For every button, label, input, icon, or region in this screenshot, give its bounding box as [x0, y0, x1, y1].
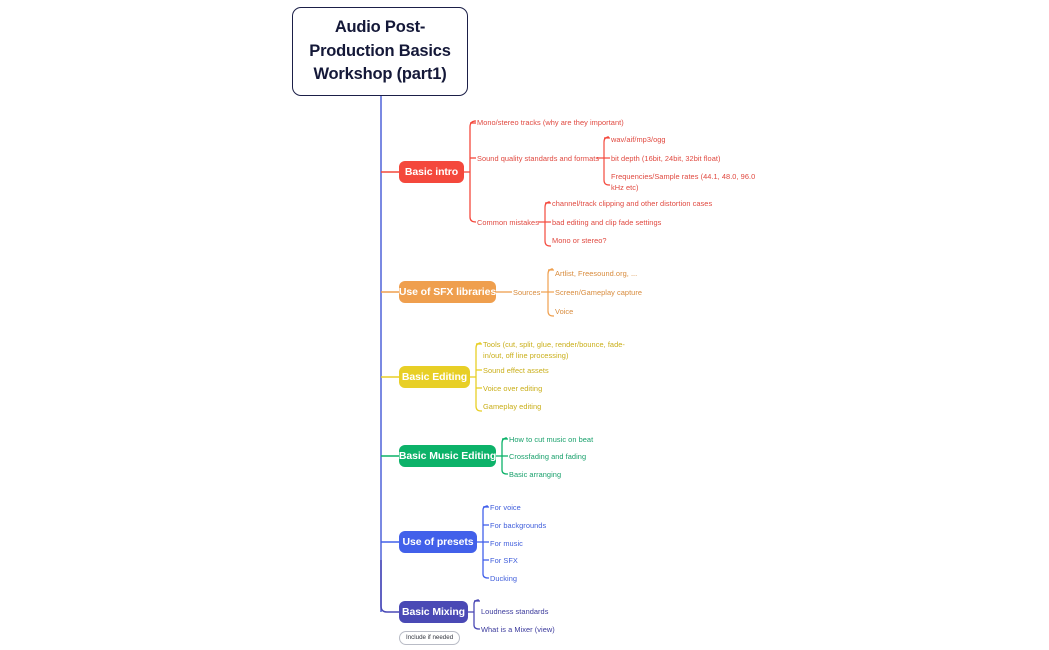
leaf-artlist-freesound[interactable]: Artlist, Freesound.org, ... — [555, 269, 638, 278]
leaf-loudness-standards[interactable]: Loudness standards — [481, 607, 549, 616]
leaf-frequencies-sample-rates[interactable]: Frequencies/Sample rates (44.1, 48.0, 96… — [611, 172, 756, 192]
leaf-gameplay-editing[interactable]: Gameplay editing — [483, 402, 542, 411]
note-label: Include if needed — [406, 634, 454, 641]
page-title: Audio Post-Production Basics Workshop (p… — [309, 17, 451, 84]
leaf-screen-gameplay-capture[interactable]: Screen/Gameplay capture — [555, 288, 643, 297]
leaf-sources[interactable]: Sources — [513, 288, 541, 297]
leaf-what-is-a-mixer[interactable]: What is a Mixer (view) — [481, 625, 555, 634]
leaf-common-mistakes[interactable]: Common mistakes — [477, 218, 539, 227]
leaf-basic-arranging[interactable]: Basic arranging — [509, 470, 562, 479]
branch-node-basic-intro[interactable]: Basic intro — [399, 161, 464, 183]
leaf-ducking[interactable]: Ducking — [490, 574, 518, 583]
leaf-for-music[interactable]: For music — [490, 539, 523, 548]
branch-label: Basic Editing — [401, 371, 468, 383]
branch-node-basic-editing[interactable]: Basic Editing — [399, 366, 470, 388]
leaf-voice-over-editing[interactable]: Voice over editing — [483, 384, 543, 393]
leaf-for-sfx[interactable]: For SFX — [490, 556, 518, 565]
leaf-mono-stereo-tracks[interactable]: Mono/stereo tracks (why are they importa… — [477, 118, 624, 127]
leaf-tools[interactable]: Tools (cut, split, glue, render/bounce, … — [483, 340, 625, 360]
leaf-bad-editing-clip-fade[interactable]: bad editing and clip fade settings — [552, 218, 662, 227]
leaf-wav-aif-mp3-ogg[interactable]: wav/aif/mp3/ogg — [611, 135, 666, 144]
leaf-sound-effect-assets[interactable]: Sound effect assets — [483, 366, 549, 375]
branch-label: Basic Music Editing — [398, 450, 497, 462]
branch-node-sfx-libraries[interactable]: Use of SFX libraries — [399, 281, 496, 303]
note-include-if-needed: Include if needed — [399, 631, 461, 646]
leaf-how-to-cut-music-on-beat[interactable]: How to cut music on beat — [509, 435, 594, 444]
leaf-for-backgrounds[interactable]: For backgrounds — [490, 521, 547, 530]
branch-node-basic-mixing[interactable]: Basic Mixing — [399, 601, 468, 623]
leaf-channel-track-clipping[interactable]: channel/track clipping and other distort… — [552, 199, 713, 208]
leaf-bit-depth[interactable]: bit depth (16bit, 24bit, 32bit float) — [611, 154, 721, 163]
leaf-for-voice[interactable]: For voice — [490, 503, 521, 512]
branch-label: Basic intro — [404, 166, 459, 178]
branch-node-use-of-presets[interactable]: Use of presets — [399, 531, 477, 553]
leaf-sound-quality-standards[interactable]: Sound quality standards and formats — [477, 154, 600, 163]
branch-label: Basic Mixing — [402, 606, 465, 618]
branch-node-basic-music-editing[interactable]: Basic Music Editing — [399, 445, 496, 467]
root-node[interactable]: Audio Post-Production Basics Workshop (p… — [292, 7, 468, 96]
leaf-mono-or-stereo[interactable]: Mono or stereo? — [552, 236, 607, 245]
leaf-voice[interactable]: Voice — [555, 307, 574, 316]
branch-label: Use of SFX libraries — [398, 286, 497, 298]
leaf-crossfading-and-fading[interactable]: Crossfading and fading — [509, 452, 587, 461]
branch-label: Use of presets — [402, 536, 474, 548]
